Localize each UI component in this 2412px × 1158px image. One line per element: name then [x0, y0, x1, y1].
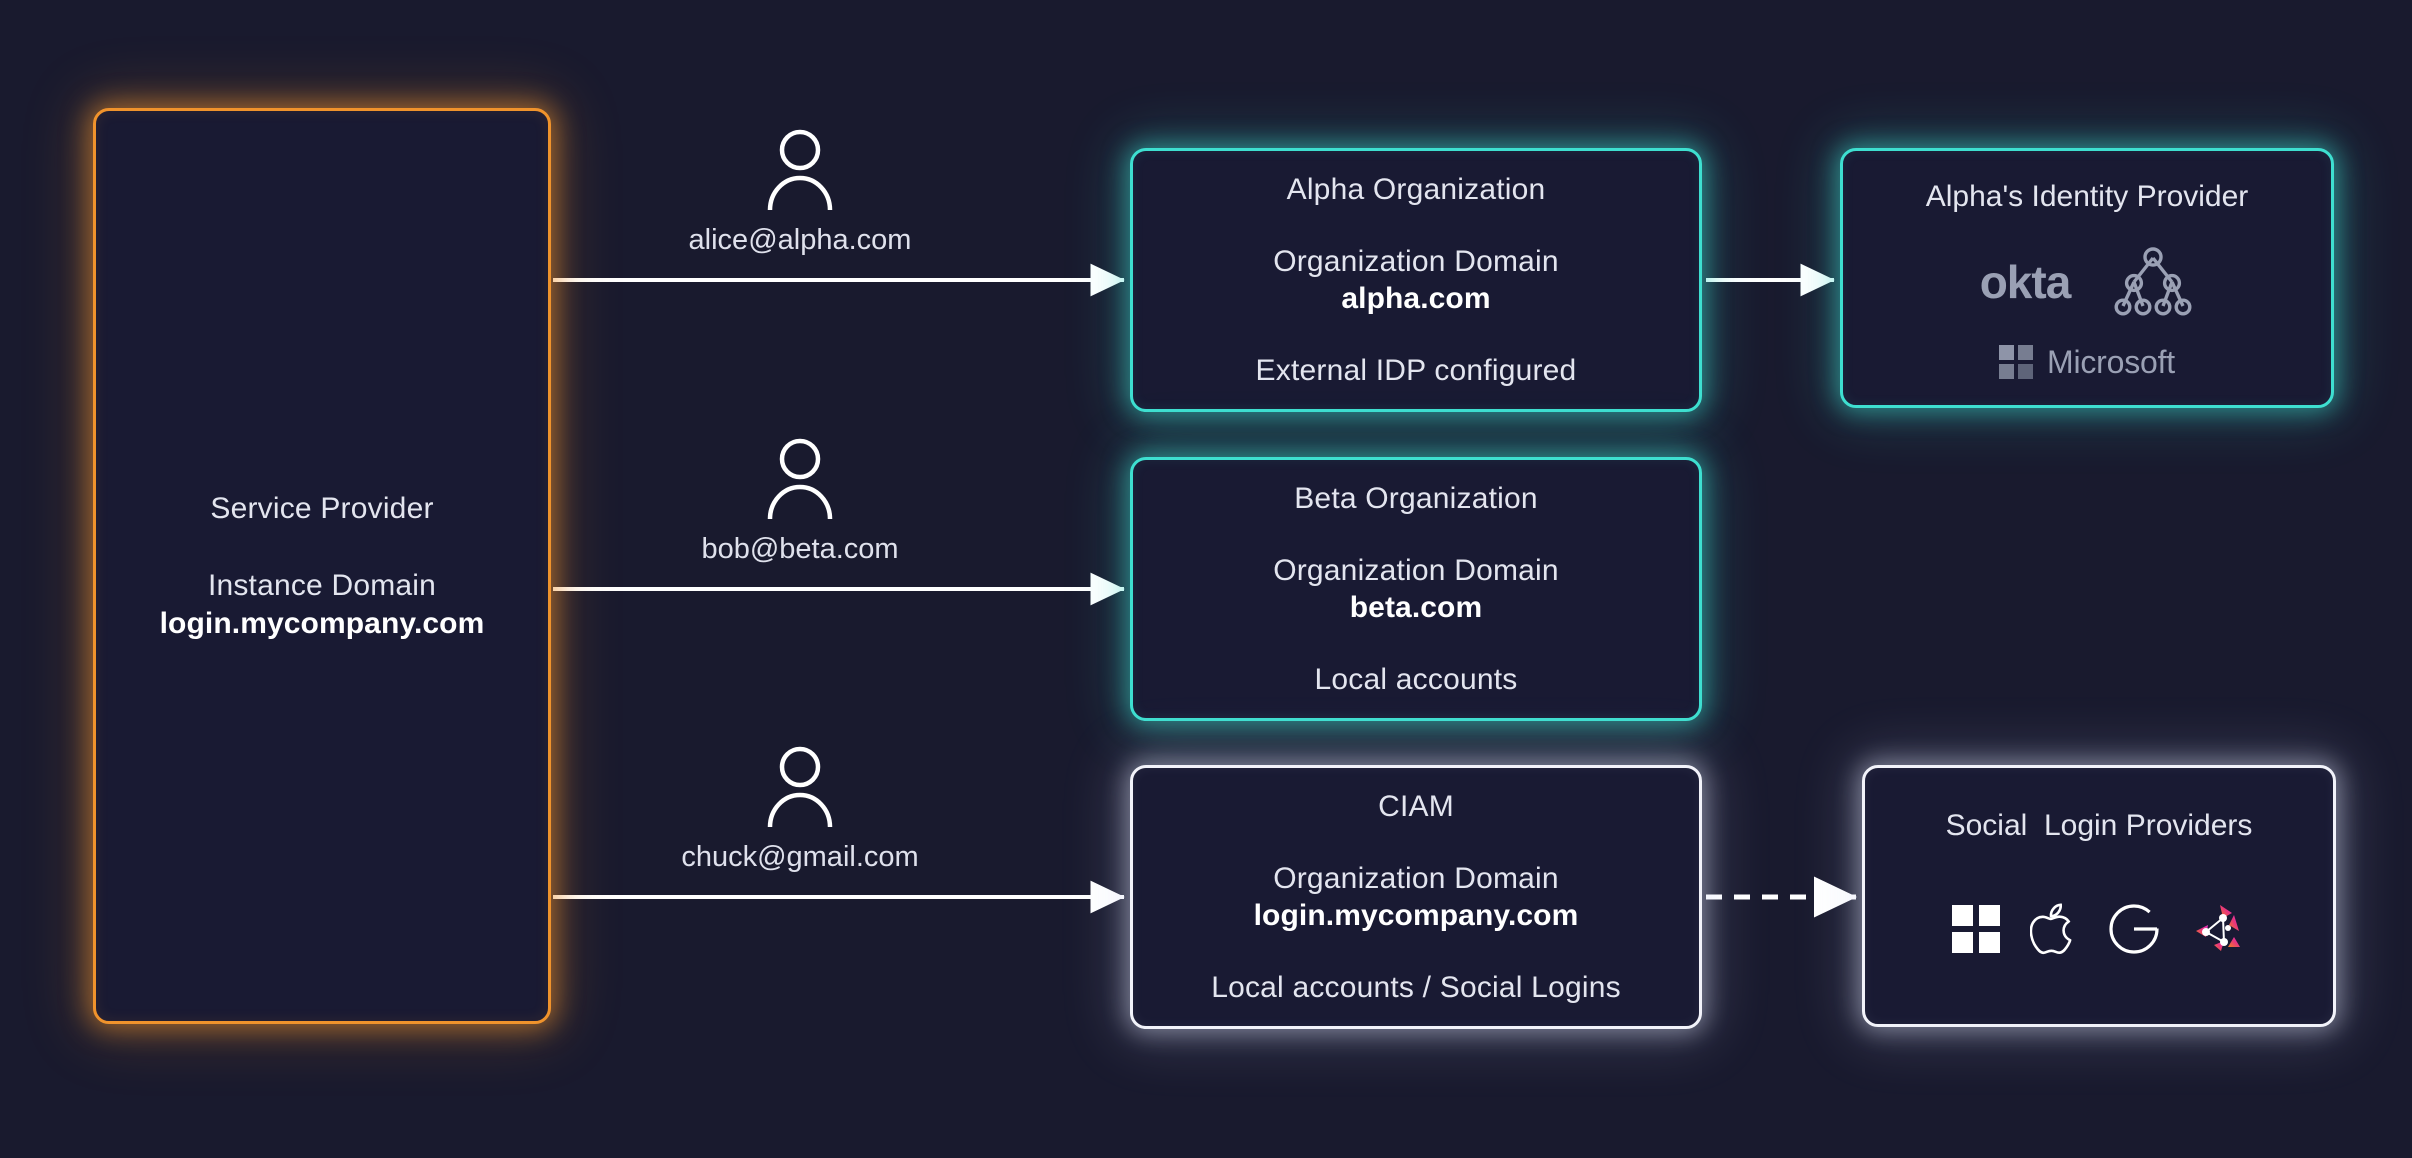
actor-bob-email: bob@beta.com	[701, 533, 899, 565]
alpha-org-domain-value: alpha.com	[1341, 282, 1491, 315]
service-provider-domain-value: login.mycompany.com	[159, 606, 485, 640]
social-providers-box: Social Login Providers	[1862, 765, 2336, 1027]
service-provider-box: Service Provider Instance Domain login.m…	[93, 108, 551, 1024]
beta-org-accounts: Local accounts	[1314, 662, 1518, 696]
idp-logo-row-2: Microsoft	[1999, 344, 2175, 381]
social-logo-row	[1952, 901, 2246, 957]
ciam-org-domain-value: login.mycompany.com	[1253, 899, 1579, 932]
idp-logo-row-1: okta	[1980, 246, 2195, 318]
actor-bob: bob@beta.com	[670, 437, 930, 566]
beta-organization-box: Beta Organization Organization Domain be…	[1130, 457, 1702, 721]
social-providers-title: Social Login Providers	[1945, 809, 2253, 842]
user-icon	[767, 129, 833, 210]
actor-alice: alice@alpha.com	[670, 128, 930, 257]
ciam-org-domain-label: Organization Domain	[1273, 861, 1559, 895]
service-provider-title: Service Provider	[210, 491, 434, 525]
alpha-org-title: Alpha Organization	[1286, 173, 1546, 206]
beta-org-domain-value: beta.com	[1349, 591, 1483, 624]
microsoft-wordmark: Microsoft	[2047, 343, 2175, 380]
actor-chuck: chuck@gmail.com	[670, 745, 930, 874]
user-icon	[767, 746, 833, 827]
google-logo	[2109, 904, 2159, 954]
ciam-org-title: CIAM	[1378, 790, 1454, 823]
actor-alice-email: alice@alpha.com	[688, 224, 912, 256]
microsoft-logo	[1999, 345, 2033, 379]
apple-logo	[2030, 903, 2072, 955]
okta-logo: okta	[1979, 255, 2072, 308]
ciam-org-accounts: Local accounts / Social Logins	[1211, 970, 1621, 1004]
alpha-org-accounts: External IDP configured	[1255, 353, 1577, 387]
beta-org-title: Beta Organization	[1294, 482, 1538, 515]
beta-org-domain-label: Organization Domain	[1273, 553, 1559, 587]
service-provider-domain-label: Instance Domain	[207, 569, 437, 603]
windows-logo	[1952, 905, 2000, 953]
connect-logo	[2196, 905, 2240, 951]
alpha-org-domain-label: Organization Domain	[1273, 244, 1559, 278]
identity-provider-title: Alpha's Identity Provider	[1925, 179, 2249, 213]
ciam-organization-box: CIAM Organization Domain login.mycompany…	[1130, 765, 1702, 1029]
user-icon	[767, 438, 833, 519]
ldap-tree-icon	[2114, 246, 2192, 316]
identity-provider-box: Alpha's Identity Provider okta	[1840, 148, 2334, 408]
actor-chuck-email: chuck@gmail.com	[681, 841, 919, 873]
alpha-organization-box: Alpha Organization Organization Domain a…	[1130, 148, 1702, 412]
